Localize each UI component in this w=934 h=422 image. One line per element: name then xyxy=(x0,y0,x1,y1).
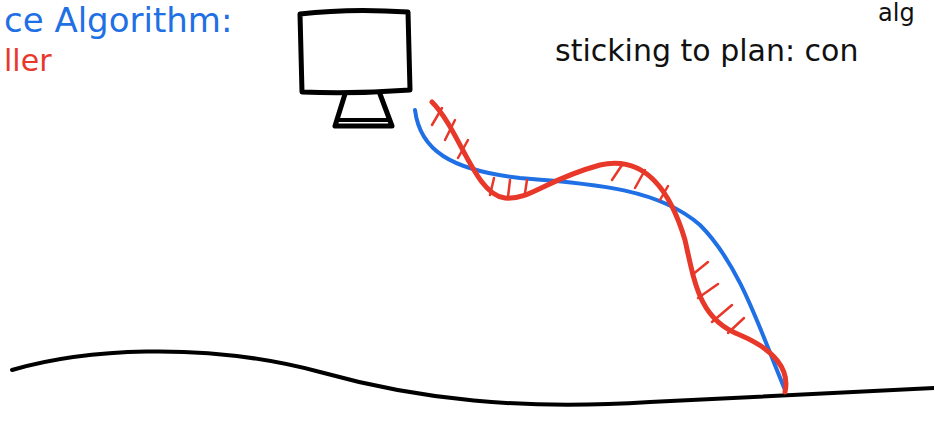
plan-note: sticking to plan: con xyxy=(555,34,858,67)
controller-heading: ller xyxy=(4,44,51,77)
error-hatching xyxy=(432,108,744,333)
controller-path xyxy=(432,102,786,392)
margin-note: alg xyxy=(878,0,915,26)
algorithm-heading: ce Algorithm: xyxy=(4,2,232,39)
ground-line xyxy=(12,351,934,404)
monitor-base xyxy=(338,118,390,122)
monitor-stand xyxy=(335,94,392,126)
monitor-screen xyxy=(300,10,410,92)
reference-path xyxy=(415,110,785,390)
